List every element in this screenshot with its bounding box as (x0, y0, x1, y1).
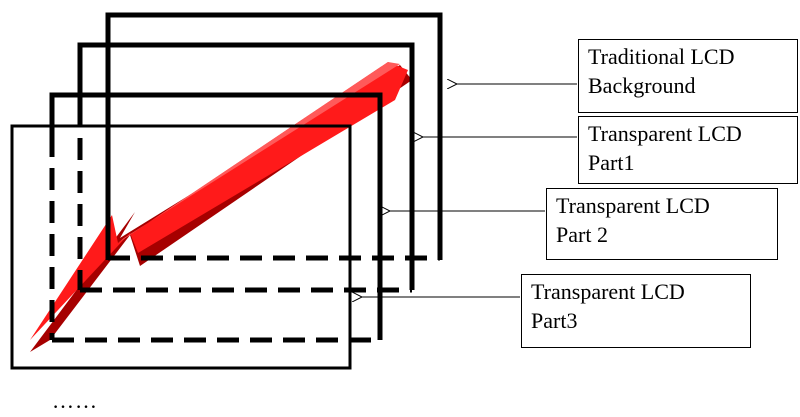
ellipsis-more-layers: …… (52, 388, 98, 413)
label-line1: Transparent LCD (556, 193, 710, 218)
label-transparent-lcd-part1: Transparent LCD Part1 (578, 116, 798, 184)
label-line1: Transparent LCD (531, 279, 685, 304)
layer-part2-frame (49, 92, 383, 343)
red-arrow-body (30, 62, 408, 340)
layer-part1-frame (77, 42, 415, 293)
label-transparent-lcd-part2: Transparent LCD Part 2 (546, 188, 778, 260)
label-line2: Part 2 (556, 222, 608, 247)
label-line2: Background (588, 73, 696, 98)
label-line2: Part1 (588, 150, 635, 175)
label-line2: Part3 (531, 308, 578, 333)
label-traditional-lcd-background: Traditional LCD Background (578, 39, 798, 113)
layer-part3-frame (10, 124, 352, 370)
label-transparent-lcd-part3: Transparent LCD Part3 (521, 274, 751, 348)
label-line1: Traditional LCD (588, 44, 735, 69)
red-arrow-highlight (118, 62, 400, 243)
red-arrow (30, 62, 412, 352)
label-line1: Transparent LCD (588, 121, 742, 146)
